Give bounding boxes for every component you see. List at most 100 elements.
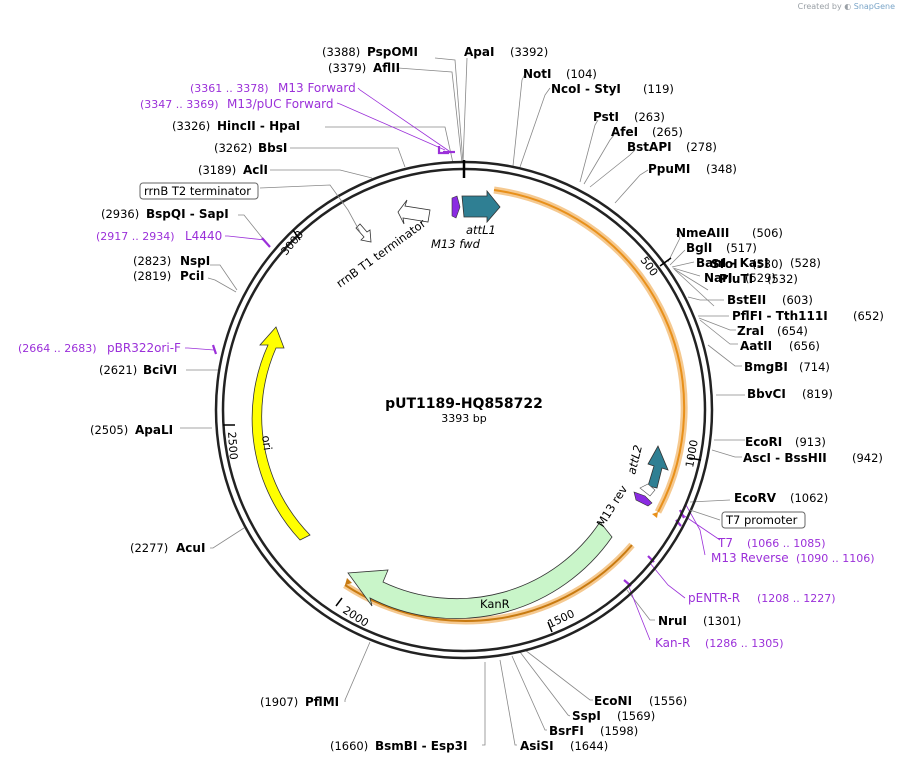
enzyme-pos-bspqi-sapi: (2936) — [101, 207, 139, 221]
enzyme-name-acli: AclI — [243, 163, 268, 177]
enzyme-pos-bgli: (517) — [726, 241, 757, 255]
enzyme-name-bsrfi: BsrFI — [549, 724, 584, 738]
credit-prefix: Created by — [797, 2, 842, 11]
enzyme-name-asci-bsshii: AscI - BssHII — [743, 451, 827, 465]
enzyme-name-ecori: EcoRI — [745, 435, 782, 449]
primer-name-pbr322ori-f: pBR322ori-F — [107, 341, 181, 355]
feature-rrnb-t2 — [259, 184, 372, 243]
enzyme-pos-bstapi: (278) — [686, 140, 717, 154]
enzyme-pos-pcii: (2819) — [133, 269, 171, 283]
enzyme-name-aatii: AatII — [740, 339, 772, 353]
enzyme-name-nrui: NruI — [658, 614, 687, 628]
attl2-label: attL2 — [624, 443, 645, 475]
m13-fwd-label: M13 fwd — [431, 237, 481, 251]
enzyme-pos-apali: (2505) — [90, 423, 128, 437]
enzyme-name-ecorv: EcoRV — [734, 491, 777, 505]
tick-label-1000: 1000 — [683, 439, 701, 469]
enzyme-pos-ecori: (913) — [795, 435, 826, 449]
primer-leader-lines — [185, 87, 721, 641]
enzyme-pos-econi: (1556) — [649, 694, 687, 708]
enzyme-pos-aflii: (3379) — [328, 61, 366, 75]
enzyme-name-zrai: ZraI — [737, 324, 764, 338]
tick-label-1500: 1500 — [546, 607, 577, 631]
enzyme-name-hincii-hpai: HincII - HpaI — [217, 119, 300, 133]
enzyme-name-apai: ApaI — [464, 45, 494, 59]
enzyme-pos-bbsi: (3262) — [214, 141, 252, 155]
enzyme-name-afei: AfeI — [611, 125, 638, 139]
enzyme-name-aflii: AflII — [373, 61, 400, 75]
enzyme-pos-nrui: (1301) — [703, 614, 741, 628]
primer-name-m13-reverse: M13 Reverse — [711, 551, 789, 565]
enzyme-pos-hincii-hpai: (3326) — [172, 119, 210, 133]
enzyme-pos-ncoi-styi: (119) — [643, 82, 674, 96]
enzyme-name-acui: AcuI — [176, 541, 205, 555]
rrnb-t1-label: rrnB T1 terminator — [334, 216, 429, 290]
enzyme-pos-sspi: (1569) — [617, 709, 655, 723]
enzyme-name-econi: EcoNI — [594, 694, 632, 708]
enzyme-pos-ecorv: (1062) — [790, 491, 828, 505]
enzyme-pos-bmgbi: (714) — [799, 360, 830, 374]
snapgene-credit: Created by ◐ SnapGene — [798, 2, 895, 11]
enzyme-pos-ppumi: (348) — [706, 162, 737, 176]
ori-label: ori — [259, 434, 275, 451]
enzyme-name-ppumi: PpuMI — [648, 162, 690, 176]
enzyme-name-bspqi-sapi: BspQI - SapI — [146, 207, 229, 221]
enzyme-pos-pspomi: (3388) — [322, 45, 360, 59]
tick-label-2500: 2500 — [225, 431, 240, 460]
enzyme-pos-zrai: (654) — [777, 324, 808, 338]
kanr-label: KanR — [480, 597, 510, 611]
primer-name-l4440: L4440 — [185, 229, 222, 243]
enzyme-name-bstapi: BstAPI — [627, 140, 672, 154]
enzyme-name-nspi: NspI — [180, 254, 210, 268]
primer-range-t7: (1066 .. 1085) — [747, 537, 826, 550]
primer-range-pentr-r: (1208 .. 1227) — [757, 592, 836, 605]
enzyme-name-bani-kasi: BanI - KasI — [696, 256, 769, 270]
enzyme-name-nmeaiii: NmeAIII — [676, 226, 729, 240]
enzyme-pos-asci-bsshii: (942) — [852, 451, 883, 465]
enzyme-name-bbsi: BbsI — [258, 141, 287, 155]
orange-highlight-arcs — [343, 186, 688, 625]
enzyme-name-pspomi: PspOMI — [367, 45, 418, 59]
primer-range-kan-r: (1286 .. 1305) — [705, 637, 784, 650]
enzyme-pos-asisi: (1644) — [570, 739, 608, 753]
primer-range-m13-reverse: (1090 .. 1106) — [796, 552, 875, 565]
enzyme-pos-bbvci: (819) — [802, 387, 833, 401]
rrnb-t2-label: rrnB T2 terminator — [144, 184, 251, 198]
enzyme-pos-pflmi: (1907) — [260, 695, 298, 709]
feature-attl1: attL1 — [461, 189, 501, 237]
feature-attl2: attL2 — [624, 443, 669, 489]
primer-name-t7: T7 — [717, 536, 733, 550]
plasmid-backbone — [214, 160, 714, 660]
enzyme-name-bsmbi-esp3i: BsmBI - Esp3I — [375, 739, 467, 753]
plasmid-length: 3393 bp — [441, 412, 486, 425]
primer-name-kan-r: Kan-R — [655, 636, 690, 650]
enzyme-pos-sfoi: (530) — [752, 257, 783, 271]
enzyme-leader-lines — [180, 57, 745, 746]
primer-range-m13-forward: (3361 .. 3378) — [190, 82, 269, 95]
primer-labels: (3361 .. 3378) M13 Forward (3347 .. 3369… — [18, 81, 875, 650]
enzyme-name-pluti: PluTI — [719, 272, 753, 286]
enzyme-name-apali: ApaLI — [135, 423, 173, 437]
enzyme-pos-bsrfi: (1598) — [600, 724, 638, 738]
enzyme-pos-nari: (529) — [745, 271, 776, 285]
enzyme-name-bcivi: BciVI — [143, 363, 177, 377]
enzyme-name-sfoi: SfoI — [711, 257, 738, 271]
enzyme-pos-noti: (104) — [566, 67, 597, 81]
enzyme-pos-bsteii: (603) — [782, 293, 813, 307]
enzyme-name-asisi: AsiSI — [520, 739, 554, 753]
enzyme-name-bgli: BglI — [686, 241, 712, 255]
enzyme-name-ncoi-styi: NcoI - StyI — [551, 82, 621, 96]
enzyme-name-pflmi: PflMI — [305, 695, 339, 709]
enzyme-pos-nspi: (2823) — [133, 254, 171, 268]
enzyme-labels: (3388) PspOMI (3379) AflII ApaI (3392) N… — [90, 45, 884, 753]
enzyme-name-sspi: SspI — [572, 709, 601, 723]
enzyme-pos-acui: (2277) — [130, 541, 168, 555]
enzyme-pos-bsmbi-esp3i: (1660) — [330, 739, 368, 753]
enzyme-name-pflfi-tth111i: PflFI - Tth111I — [732, 309, 828, 323]
primer-range-l4440: (2917 .. 2934) — [96, 230, 175, 243]
enzyme-name-pcii: PciI — [180, 269, 205, 283]
primer-range-pbr322ori-f: (2664 .. 2683) — [18, 342, 97, 355]
enzyme-name-bsteii: BstEII — [727, 293, 766, 307]
enzyme-pos-afei: (265) — [652, 125, 683, 139]
